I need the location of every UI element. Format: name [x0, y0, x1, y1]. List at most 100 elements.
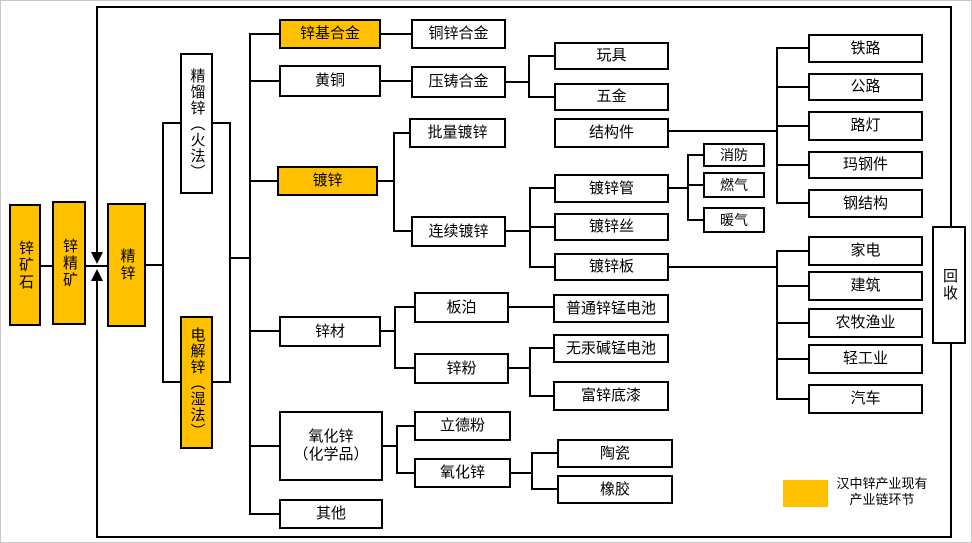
connector-line: [249, 33, 251, 515]
connector-line: [381, 33, 411, 35]
node-agriculture-forestry-fishery: 农牧渔业: [808, 308, 923, 338]
node-zinc-oxide-chemicals: 氧化锌 （化学品）: [279, 411, 383, 481]
connector-line: [393, 132, 409, 134]
recycle-arrow-up-icon: [91, 269, 103, 281]
connector-line: [528, 55, 554, 57]
connector-line: [162, 122, 164, 383]
connector-line: [396, 472, 414, 474]
node-brass: 黄铜: [279, 65, 381, 97]
connector-line: [687, 154, 689, 221]
connector-line: [776, 250, 808, 252]
node-malleable-iron-parts: 玛钢件: [808, 151, 923, 179]
connector-line: [213, 122, 230, 124]
connector-line: [96, 6, 98, 253]
connector-line: [529, 187, 554, 189]
node-street-lamps: 路灯: [808, 111, 923, 141]
connector-line: [669, 130, 777, 132]
node-ordinary-zinc-manganese-battery: 普通锌锰电池: [553, 294, 669, 323]
connector-line: [249, 513, 279, 515]
node-gas: 燃气: [703, 172, 765, 198]
connector-line: [86, 265, 107, 267]
connector-line: [776, 125, 808, 127]
node-galvanizing: 镀锌: [277, 166, 378, 196]
node-galvanized-wire: 镀锌丝: [554, 213, 669, 241]
node-lithopone: 立德粉: [414, 411, 511, 441]
node-ceramics: 陶瓷: [557, 439, 673, 468]
connector-line: [162, 381, 180, 383]
legend-swatch: [783, 480, 828, 507]
connector-line: [506, 81, 529, 83]
node-zinc-concentrate: 锌精矿: [52, 201, 86, 325]
connector-line: [41, 265, 52, 267]
connector-line: [531, 452, 557, 454]
connector-line: [381, 80, 411, 82]
node-refined-zinc: 精锌: [107, 203, 146, 327]
connector-line: [776, 47, 808, 49]
connector-line: [687, 184, 703, 186]
connector-line: [96, 280, 98, 538]
node-zinc-ore: 锌矿石: [9, 204, 41, 326]
node-construction: 建筑: [808, 271, 923, 301]
connector-line: [950, 344, 952, 538]
connector-line: [229, 122, 231, 383]
connector-line: [378, 180, 394, 182]
node-zinc-rich-primer: 富锌底漆: [553, 381, 669, 411]
connector-line: [146, 264, 163, 266]
node-copper-zinc-alloy: 铜锌合金: [411, 19, 506, 49]
connector-line: [687, 154, 703, 156]
connector-line: [249, 180, 277, 182]
connector-line: [394, 306, 396, 369]
connector-line: [687, 219, 703, 221]
connector-line: [213, 381, 230, 383]
connector-line: [96, 6, 952, 8]
connector-line: [511, 472, 532, 474]
node-zinc-material: 锌材: [279, 316, 381, 347]
node-galvanized-sheet: 镀锌板: [554, 253, 669, 281]
connector-line: [529, 226, 554, 228]
node-mercury-free-alkaline-battery: 无汞碱锰电池: [553, 334, 669, 363]
connector-line: [776, 202, 808, 204]
node-continuous-galvanizing: 连续镀锌: [411, 216, 506, 247]
node-zinc-powder: 锌粉: [414, 353, 509, 384]
connector-line: [776, 250, 778, 400]
connector-line: [396, 425, 414, 427]
connector-line: [528, 96, 554, 98]
connector-line: [531, 452, 533, 490]
connector-line: [394, 367, 414, 369]
connector-line: [669, 187, 688, 189]
connector-line: [529, 395, 553, 397]
node-sheet-foil: 板泊: [414, 292, 509, 323]
node-electrolytic-zinc-hydro: 电解锌（湿法）: [180, 316, 213, 449]
connector-line: [776, 285, 808, 287]
connector-line: [506, 230, 530, 232]
connector-line: [96, 536, 952, 538]
node-zinc-base-alloy: 锌基合金: [279, 19, 381, 49]
node-distilled-zinc-pyro: 精馏锌（火法）: [180, 53, 213, 194]
node-structural-parts: 结构件: [554, 118, 669, 148]
connector-line: [393, 132, 395, 232]
node-recycle: 回收: [932, 226, 966, 344]
connector-line: [669, 266, 777, 268]
node-others: 其他: [279, 499, 383, 529]
connector-line: [383, 445, 397, 447]
connector-line: [529, 347, 553, 349]
node-steel-structures: 钢结构: [808, 189, 923, 218]
node-heating: 暖气: [703, 207, 765, 233]
connector-line: [396, 425, 398, 474]
connector-line: [394, 306, 414, 308]
connector-line: [531, 488, 557, 490]
node-home-appliances: 家电: [808, 236, 923, 266]
node-zinc-oxide: 氧化锌: [414, 458, 511, 488]
connector-line: [509, 367, 530, 369]
connector-line: [381, 330, 395, 332]
node-railway: 铁路: [808, 34, 923, 63]
connector-line: [776, 398, 808, 400]
connector-line: [776, 86, 808, 88]
node-toys: 玩具: [554, 42, 669, 70]
node-rubber: 橡胶: [557, 475, 673, 504]
node-hardware: 五金: [554, 83, 669, 111]
connector-line: [776, 164, 808, 166]
connector-line: [528, 55, 530, 98]
node-automobiles: 汽车: [808, 384, 923, 414]
